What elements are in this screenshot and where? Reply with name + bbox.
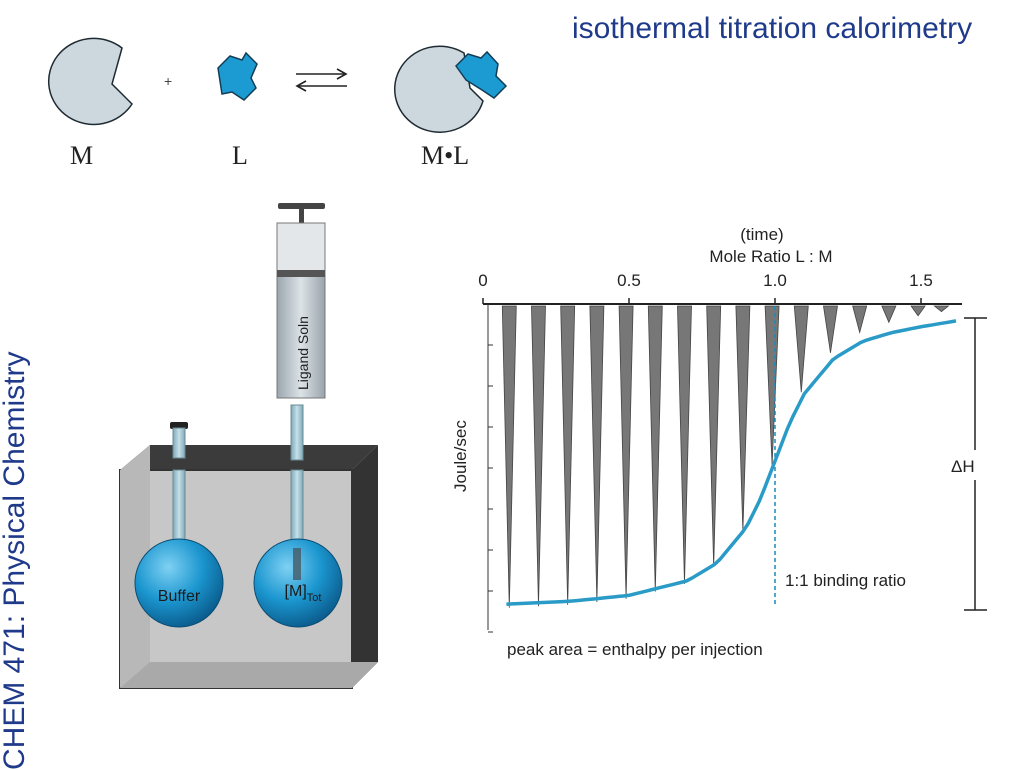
x-axis-label-mole-ratio: Mole Ratio L : M [709, 247, 832, 266]
ligand-label: L [232, 141, 248, 170]
syringe [276, 203, 326, 461]
reference-cell-label: Buffer [158, 588, 201, 605]
complex-label: M•L [421, 141, 470, 170]
sample-cell-label: [M]Tot [285, 583, 322, 604]
x-tick-labels: 0 0.5 1.0 1.5 [478, 271, 933, 290]
sample-cell-label-subscript: Tot [307, 592, 322, 604]
injection-peak [823, 305, 838, 353]
injection-peak [501, 305, 517, 608]
injection-peak [881, 305, 897, 324]
delta-h-bracket [948, 317, 998, 611]
injection-peak [910, 305, 926, 317]
x-tick-label: 0 [478, 271, 487, 290]
binding-ratio-label: 1:1 binding ratio [785, 571, 906, 590]
equilibrium-arrows-icon [295, 68, 348, 92]
injection-peak [735, 305, 751, 532]
complex-ligand-shape [455, 50, 508, 99]
reference-cell [134, 422, 224, 628]
itc-chart: (time) Mole Ratio L : M 0 0.5 1.0 1.5 ΔH Jo… [451, 225, 998, 659]
injection-peak [852, 305, 868, 335]
syringe-label: Ligand Soln [295, 316, 311, 390]
binding-isotherm-curve [506, 319, 957, 606]
injection-peak [933, 305, 950, 313]
page-title: isothermal titration calorimetry [572, 12, 973, 45]
injection-peak [531, 305, 546, 607]
macromolecule-label: M [70, 141, 94, 170]
injection-peak [677, 305, 692, 584]
sample-cell-label-main: [M] [285, 583, 307, 600]
ligand-shape [217, 51, 258, 101]
injection-peak [589, 305, 605, 602]
injection-peaks [501, 305, 950, 608]
reaction-scheme [47, 37, 508, 133]
injection-peak [560, 305, 576, 605]
delta-h-label: ΔH [951, 457, 975, 476]
x-axis-label-time: (time) [740, 225, 783, 244]
injection-peak [793, 305, 809, 393]
plus-sign: + [164, 73, 173, 89]
y-ticks [488, 344, 493, 633]
course-label: CHEM 471: Physical Chemistry [0, 351, 31, 770]
x-tick-label: 1.5 [909, 271, 933, 290]
injection-peak [618, 305, 634, 599]
injection-peak [706, 305, 722, 567]
x-tick-label: 0.5 [617, 271, 641, 290]
injection-peak [764, 305, 780, 465]
sample-cell [253, 469, 343, 628]
x-ticks [482, 298, 922, 304]
peak-area-label: peak area = enthalpy per injection [507, 640, 763, 659]
injection-peak [647, 305, 663, 592]
macromolecule-shape [47, 37, 133, 126]
x-tick-label: 1.0 [763, 271, 787, 290]
y-axis-label: Joule/sec [451, 420, 470, 492]
calorimeter-apparatus: Ligand Soln Buffer [M]Tot [119, 203, 378, 689]
